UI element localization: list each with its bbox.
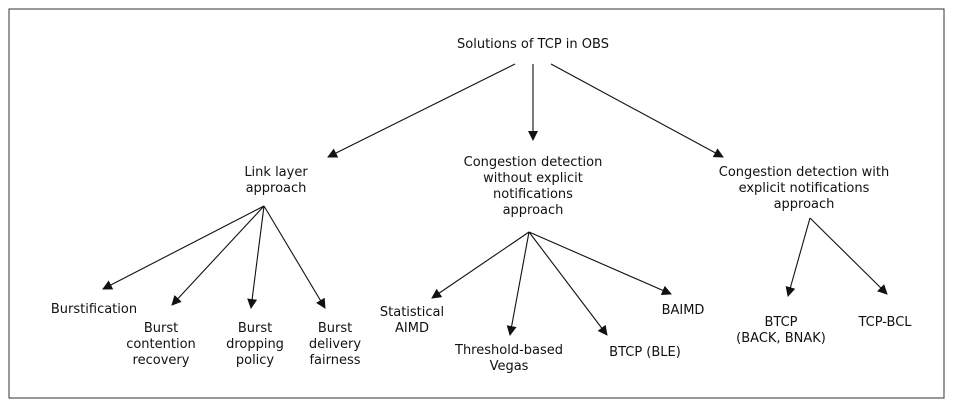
leaf-node-baimd-line: BAIMD [662, 303, 705, 318]
category-node-implicit-line: without explicit [483, 171, 583, 186]
leaf-node-threshold-based-vegas-line: Vegas [490, 359, 529, 374]
leaf-node-burst-delivery-fairness-line: Burst [318, 321, 352, 336]
leaf-node-statistical-aimd-line: AIMD [395, 321, 429, 336]
category-node-link-layer-line: approach [246, 181, 307, 196]
leaf-node-burst-delivery-fairness-line: fairness [309, 353, 360, 368]
category-node-explicit-line: explicit notifications [739, 181, 870, 196]
leaf-node-burstification-line: Burstification [51, 302, 137, 317]
leaf-node-tcp-bcl: TCP-BCL [857, 315, 912, 330]
root-node-root: Solutions of TCP in OBS [457, 37, 609, 52]
leaf-node-burst-contention-recovery-line: Burst [144, 321, 178, 336]
arrow-explicit-to-tcp-bcl [809, 217, 888, 295]
leaf-node-threshold-based-vegas-line: Threshold-based [454, 343, 563, 358]
arrow-implicit-to-baimd [528, 231, 672, 295]
category-node-explicit-line: approach [774, 197, 835, 212]
arrow-explicit-to-btcp-back [785, 217, 811, 297]
leaf-node-btcp-back-bnak-line: BTCP [764, 315, 797, 330]
arrow-link-to-dropping [247, 205, 265, 309]
category-node-implicit-line: approach [503, 203, 564, 218]
leaf-node-burst-delivery-fairness-line: delivery [309, 337, 362, 352]
arrow-root-to-explicit [550, 63, 724, 158]
arrow-link-to-contention [171, 205, 265, 306]
leaf-node-tcp-bcl-line: TCP-BCL [857, 315, 912, 330]
leaf-node-burst-dropping-policy-line: Burst [238, 321, 272, 336]
category-node-explicit-line: Congestion detection with [719, 165, 889, 180]
leaf-node-baimd: BAIMD [662, 303, 705, 318]
category-node-link-layer-line: Link layer [244, 165, 308, 180]
category-node-implicit-line: notifications [493, 187, 573, 202]
leaf-node-btcp-back-bnak-line: (BACK, BNAK) [736, 331, 826, 346]
arrow-link-to-fairness [263, 205, 326, 309]
arrow-implicit-to-statistical [431, 231, 530, 299]
leaf-node-burst-contention-recovery-line: contention [126, 337, 196, 352]
arrow-root-to-link-layer [327, 63, 516, 158]
leaf-node-btcp-back-bnak: BTCP(BACK, BNAK) [736, 315, 826, 346]
arrow-implicit-to-btcp-ble [528, 231, 608, 336]
leaf-node-burst-dropping-policy-line: dropping [226, 337, 284, 352]
arrow-implicit-to-threshold [506, 231, 530, 336]
leaf-node-burst-dropping-policy-line: policy [236, 353, 275, 368]
leaf-node-btcp-ble: BTCP (BLE) [609, 345, 681, 360]
diagram-frame [8, 8, 945, 399]
leaf-node-burst-contention-recovery-line: recovery [133, 353, 190, 368]
arrow-link-to-burstification [102, 205, 265, 290]
leaf-node-statistical-aimd-line: Statistical [380, 305, 444, 320]
category-node-implicit-line: Congestion detection [464, 155, 603, 170]
leaf-node-burstification: Burstification [51, 302, 137, 317]
root-node-root-line: Solutions of TCP in OBS [457, 37, 609, 52]
leaf-node-btcp-ble-line: BTCP (BLE) [609, 345, 681, 360]
